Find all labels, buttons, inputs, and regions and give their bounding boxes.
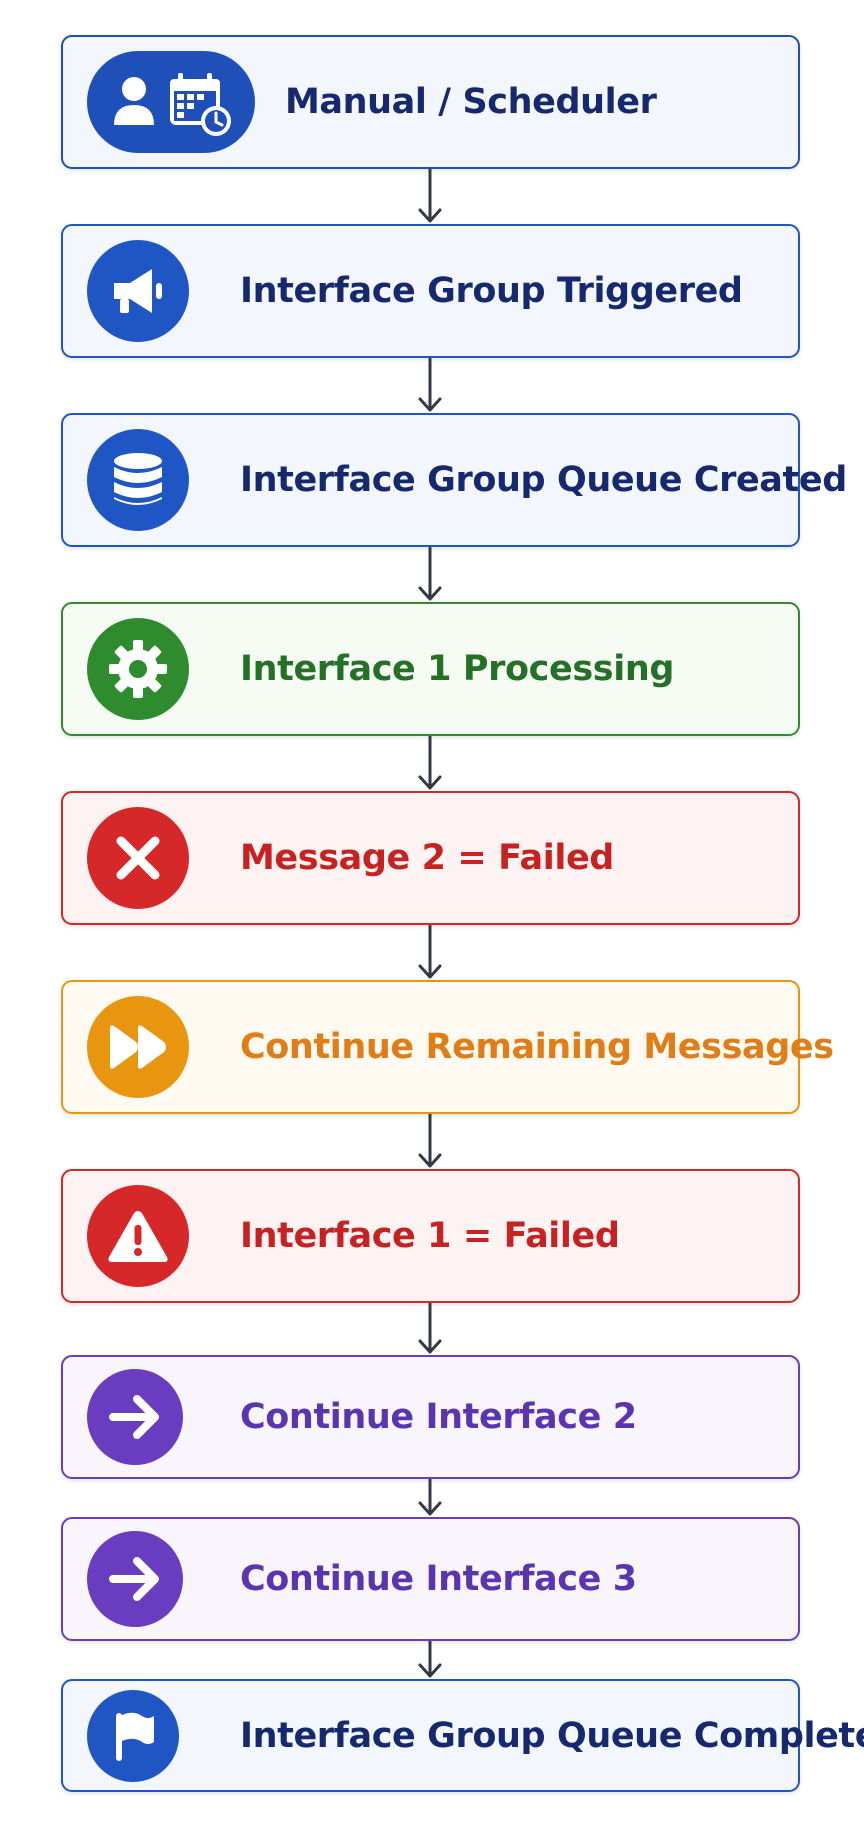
arrow-right-icon	[87, 1531, 183, 1627]
connector-arrow	[414, 1114, 446, 1169]
step-label: Continue Remaining Messages	[240, 1027, 834, 1067]
connector-arrow	[414, 925, 446, 980]
connector-arrow	[414, 1641, 446, 1679]
connector-arrow	[414, 547, 446, 602]
step-label: Interface Group Queue Created	[240, 460, 847, 500]
step-label: Continue Interface 2	[240, 1397, 637, 1437]
megaphone-icon	[87, 240, 189, 342]
step-message-2-failed: Message 2 = Failed	[61, 791, 800, 925]
step-label: Interface 1 Processing	[240, 649, 674, 689]
gear-icon	[87, 618, 189, 720]
connector-arrow	[414, 1479, 446, 1517]
step-interface-1-processing: Interface 1 Processing	[61, 602, 800, 736]
user-calendar-icon	[87, 51, 255, 153]
step-continue-interface-3: Continue Interface 3	[61, 1517, 800, 1641]
step-label: Message 2 = Failed	[240, 838, 614, 878]
step-interface-group-triggered: Interface Group Triggered	[61, 224, 800, 358]
step-continue-remaining-messages: Continue Remaining Messages	[61, 980, 834, 1114]
connector-arrow	[414, 1303, 446, 1355]
warning-icon	[87, 1185, 189, 1287]
connector-arrow	[414, 736, 446, 791]
step-manual-scheduler: Manual / Scheduler	[61, 35, 800, 169]
flag-icon	[87, 1689, 179, 1782]
connector-arrow	[414, 169, 446, 224]
x-icon	[87, 807, 189, 909]
step-interface-1-failed: Interface 1 = Failed	[61, 1169, 800, 1303]
step-queue-created: Interface Group Queue Created	[61, 413, 847, 547]
step-label: Manual / Scheduler	[285, 82, 657, 122]
step-label: Interface 1 = Failed	[240, 1216, 620, 1256]
step-queue-completed: Interface Group Queue Completed	[61, 1679, 864, 1792]
step-label: Interface Group Queue Completed	[240, 1715, 864, 1756]
database-icon	[87, 429, 189, 531]
step-label: Interface Group Triggered	[240, 271, 743, 311]
connector-arrow	[414, 358, 446, 413]
fast-forward-icon	[87, 996, 189, 1098]
step-continue-interface-2: Continue Interface 2	[61, 1355, 800, 1479]
step-label: Continue Interface 3	[240, 1559, 637, 1599]
arrow-right-icon	[87, 1369, 183, 1465]
